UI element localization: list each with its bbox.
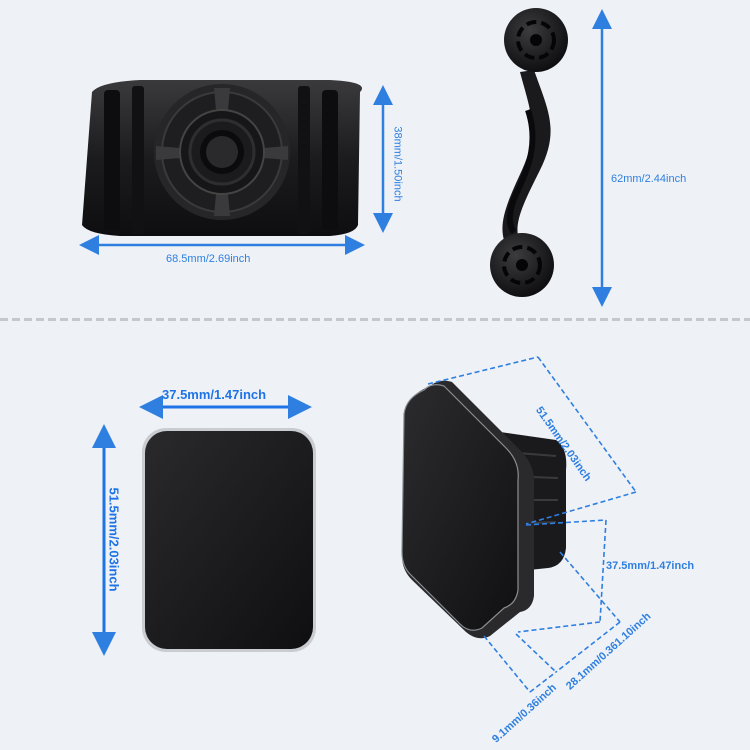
vent-clip-height-label: 38mm/1.50inch <box>391 126 404 202</box>
vent-clip-width-label: 68.5mm/2.69inch <box>166 253 251 265</box>
ball-arm-image <box>490 8 568 297</box>
dimension-lines <box>427 356 637 693</box>
section-divider <box>0 318 750 321</box>
metal-plate-image <box>142 428 316 652</box>
vent-clip-base-image <box>82 80 362 236</box>
magnetic-head-image <box>401 380 567 639</box>
ball-arm-height-label: 62mm/2.44inch <box>611 173 687 185</box>
magnetic-head-width-label: 37.5mm/1.47inch <box>606 560 695 572</box>
metal-plate-width-label: 37.5mm/1.47inch <box>162 387 267 402</box>
metal-plate-height-label: 51.5mm/2.03inch <box>106 487 122 592</box>
